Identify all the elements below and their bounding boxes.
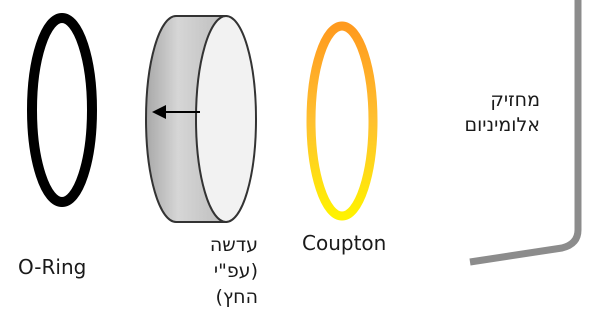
holder-label-line2: אלומיניום — [460, 113, 540, 138]
coupton-label: Coupton — [302, 231, 386, 255]
lens-shape — [146, 16, 256, 222]
coupton-ring-shape — [311, 26, 373, 216]
holder-label-line1: מחזיק — [460, 88, 540, 113]
aluminum-holder-label: מחזיק אלומיניום — [460, 88, 540, 138]
lens-label-line3: החץ) — [186, 284, 258, 310]
o-ring-label: O-Ring — [18, 255, 86, 279]
lens-label-line2: (עפ"י — [186, 258, 258, 284]
lens-label: עדשה (עפ"י החץ) — [186, 232, 258, 310]
o-ring-shape — [32, 18, 92, 202]
lens-face — [196, 16, 256, 222]
lens-label-line1: עדשה — [186, 232, 258, 258]
